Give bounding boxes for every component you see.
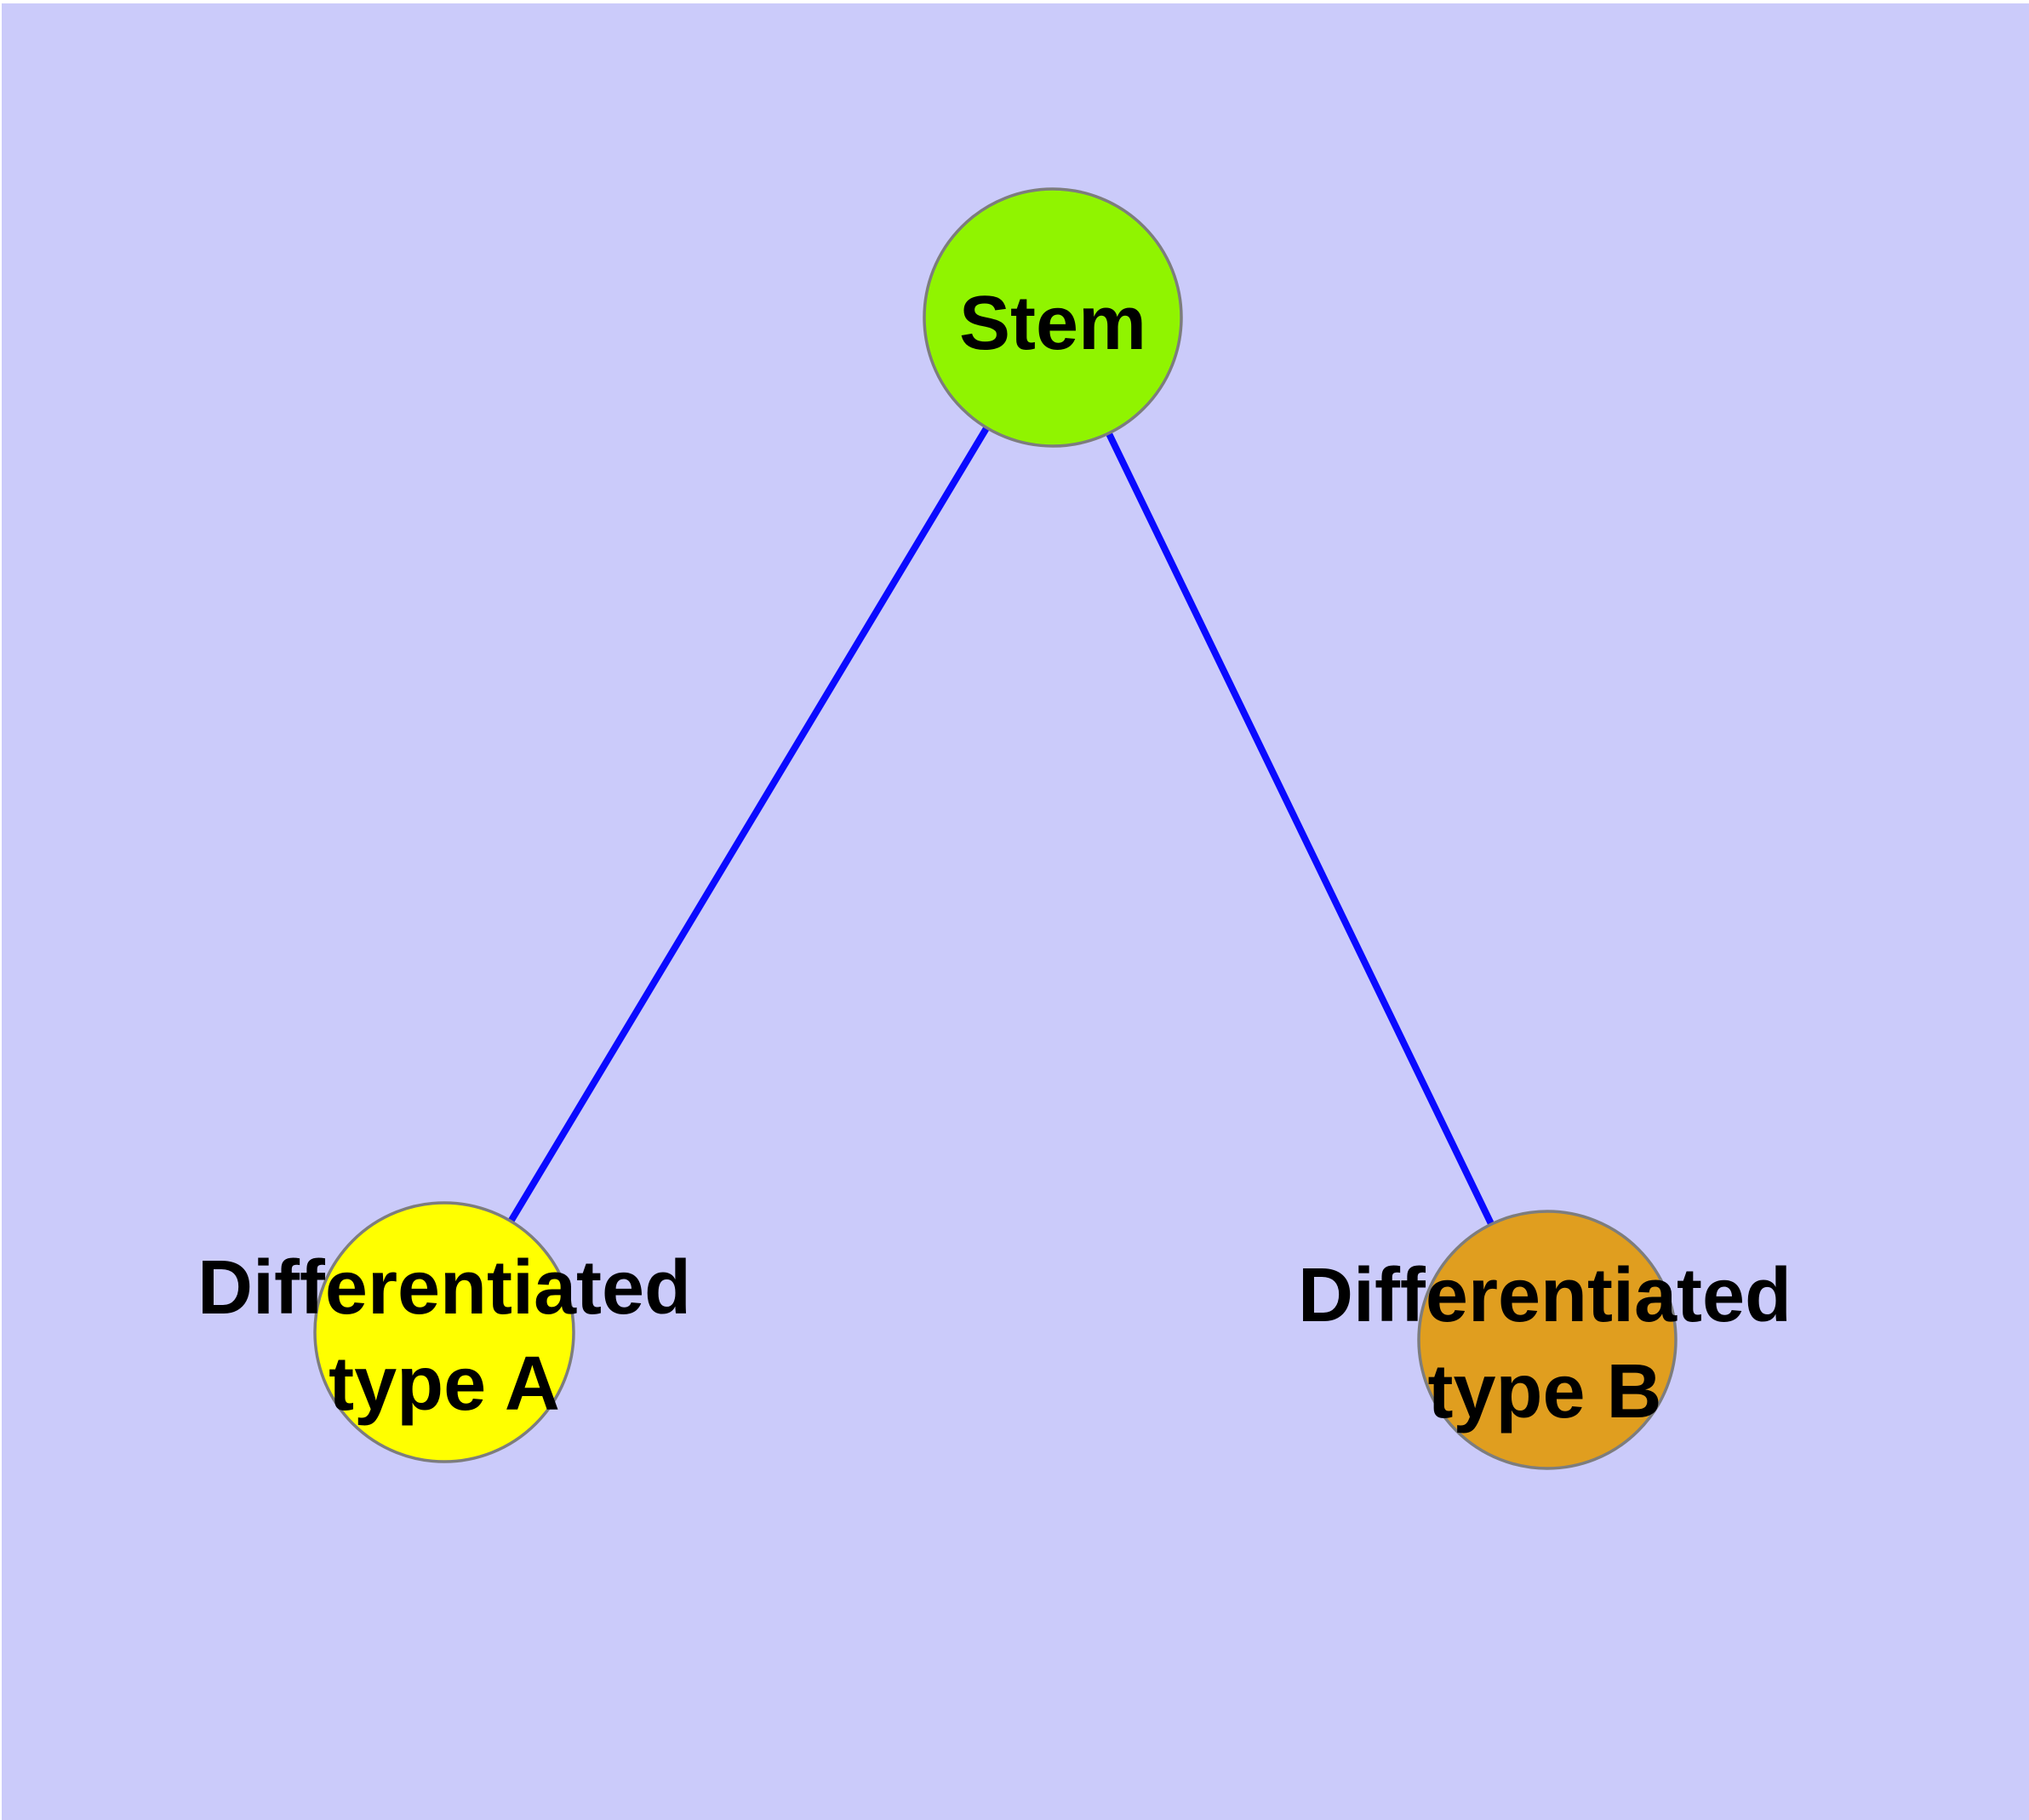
- node-type-a-label-line1: Differentiated: [197, 1245, 691, 1331]
- node-type-b-label-line1: Differentiated: [1298, 1253, 1792, 1338]
- node-stem: [923, 187, 1183, 448]
- node-differentiated-type-b: [1417, 1210, 1677, 1470]
- node-type-b-label-line2: type B: [1427, 1349, 1661, 1434]
- node-stem-label: Stem: [959, 281, 1146, 366]
- edge-stem-to-type-a: [441, 315, 1056, 1335]
- edge-stem-to-type-b: [1049, 316, 1551, 1342]
- node-type-a-label-line2: type A: [329, 1342, 560, 1427]
- node-differentiated-type-a: [313, 1201, 575, 1463]
